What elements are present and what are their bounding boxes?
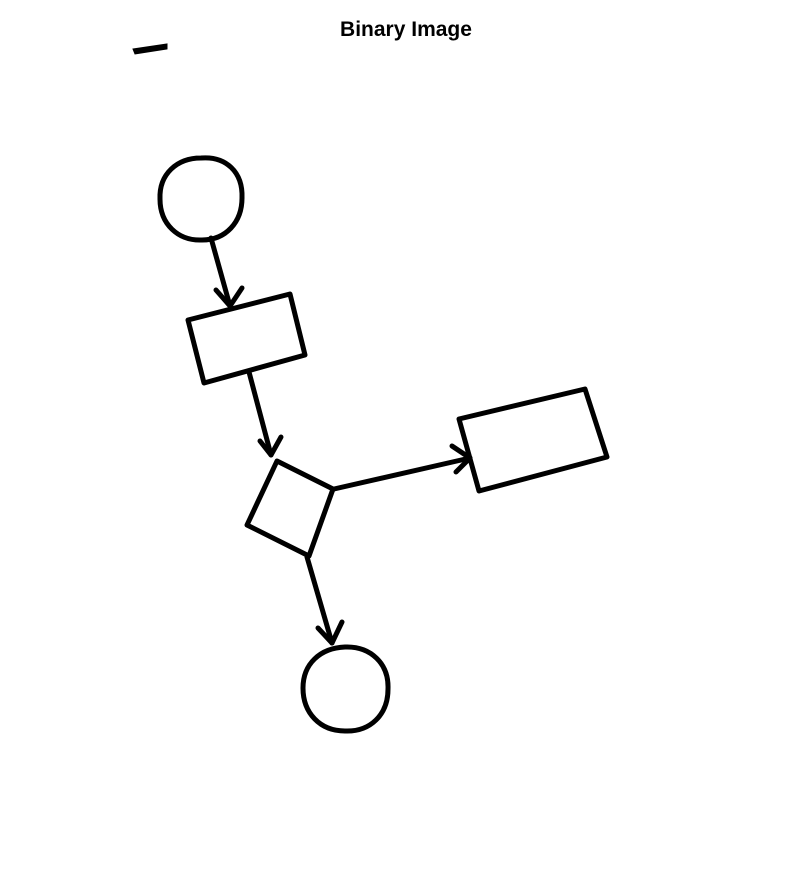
arrowhead-start-to-process xyxy=(213,285,245,309)
arrow-process-to-decision xyxy=(246,369,274,458)
start-node-circle xyxy=(157,155,245,243)
arrow-decision-to-process-2 xyxy=(331,455,473,492)
process-node-rectangle-1 xyxy=(185,291,308,386)
figure-title: Binary Image xyxy=(340,18,472,41)
arrow-start-to-process xyxy=(208,235,233,309)
arrowhead-decision-to-end xyxy=(315,619,345,646)
decision-node-diamond xyxy=(244,458,336,559)
end-node-circle xyxy=(300,644,391,734)
process-node-rectangle-2 xyxy=(456,386,610,494)
image-artifact-mark xyxy=(132,43,168,55)
arrow-decision-to-end xyxy=(304,554,335,646)
arrowhead-process-to-decision xyxy=(257,434,284,458)
